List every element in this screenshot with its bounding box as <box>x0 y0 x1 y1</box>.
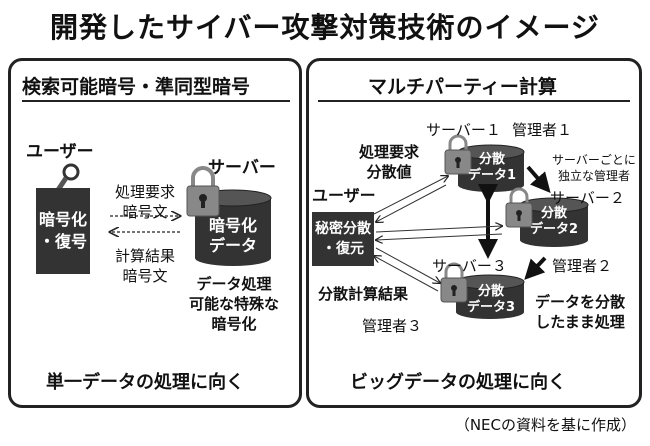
admin3-label: 管理者３ <box>362 317 423 335</box>
db-link-arrows <box>478 165 551 280</box>
db2-cylinder <box>519 197 589 247</box>
left-user-label: ユーザー <box>26 142 94 162</box>
distribution-arrows <box>374 176 502 292</box>
diagram-title: 開発したサイバー攻撃対策技術のイメージ <box>50 11 600 44</box>
db3-label: 分散 データ3 <box>466 284 516 315</box>
right-result-label: 分散計算結果 <box>318 285 409 303</box>
padlock-icon-1 <box>444 134 472 175</box>
padlock-icon-3 <box>440 262 468 303</box>
source-note: （NECの資料を基に作成） <box>454 416 636 434</box>
left-server-label: サーバー <box>208 158 276 178</box>
left-server-db-label: 暗号化 データ <box>208 216 257 255</box>
padlock-icon <box>186 166 220 217</box>
server1-label: サーバー１ <box>426 121 501 139</box>
right-footer: ビッグデータの処理に向く <box>350 372 566 393</box>
db2-label: 分散 データ2 <box>529 206 579 237</box>
db1-label: 分散 データ1 <box>467 152 517 183</box>
db3-cylinder <box>455 274 525 319</box>
right-heading: マルチパーティー計算 <box>368 76 557 98</box>
left-heading-rule <box>22 100 290 102</box>
padlock-icon-2 <box>505 187 533 228</box>
right-user-label: ユーザー <box>312 186 376 205</box>
right-user-box: 秘密分散 ・復元 <box>312 212 374 266</box>
left-footer: 単一データの処理に向く <box>46 372 244 393</box>
right-description: データを分散 したまま処理 <box>534 293 625 331</box>
admin2-label: 管理者２ <box>552 257 613 275</box>
server3-label: サーバー３ <box>432 257 507 275</box>
server2-label: サーバー２ <box>550 189 625 207</box>
admin1-label: 管理者１ <box>512 121 573 139</box>
db1-cylinder <box>457 144 525 192</box>
right-heading-rule <box>318 100 630 102</box>
left-user-box: 暗号化 ・復号 <box>36 188 90 274</box>
right-request-label: 処理要求 分散値 <box>358 143 419 181</box>
left-heading: 検索可能暗号・準同型暗号 <box>22 76 251 98</box>
admin-note: サーバーごとに 独立な管理者 <box>552 153 636 183</box>
left-result-label: 計算結果 暗号文 <box>114 247 175 285</box>
left-description: データ処理 可能な特殊な 暗号化 <box>188 275 279 333</box>
left-request-label: 処理要求 暗号文 <box>114 183 175 221</box>
